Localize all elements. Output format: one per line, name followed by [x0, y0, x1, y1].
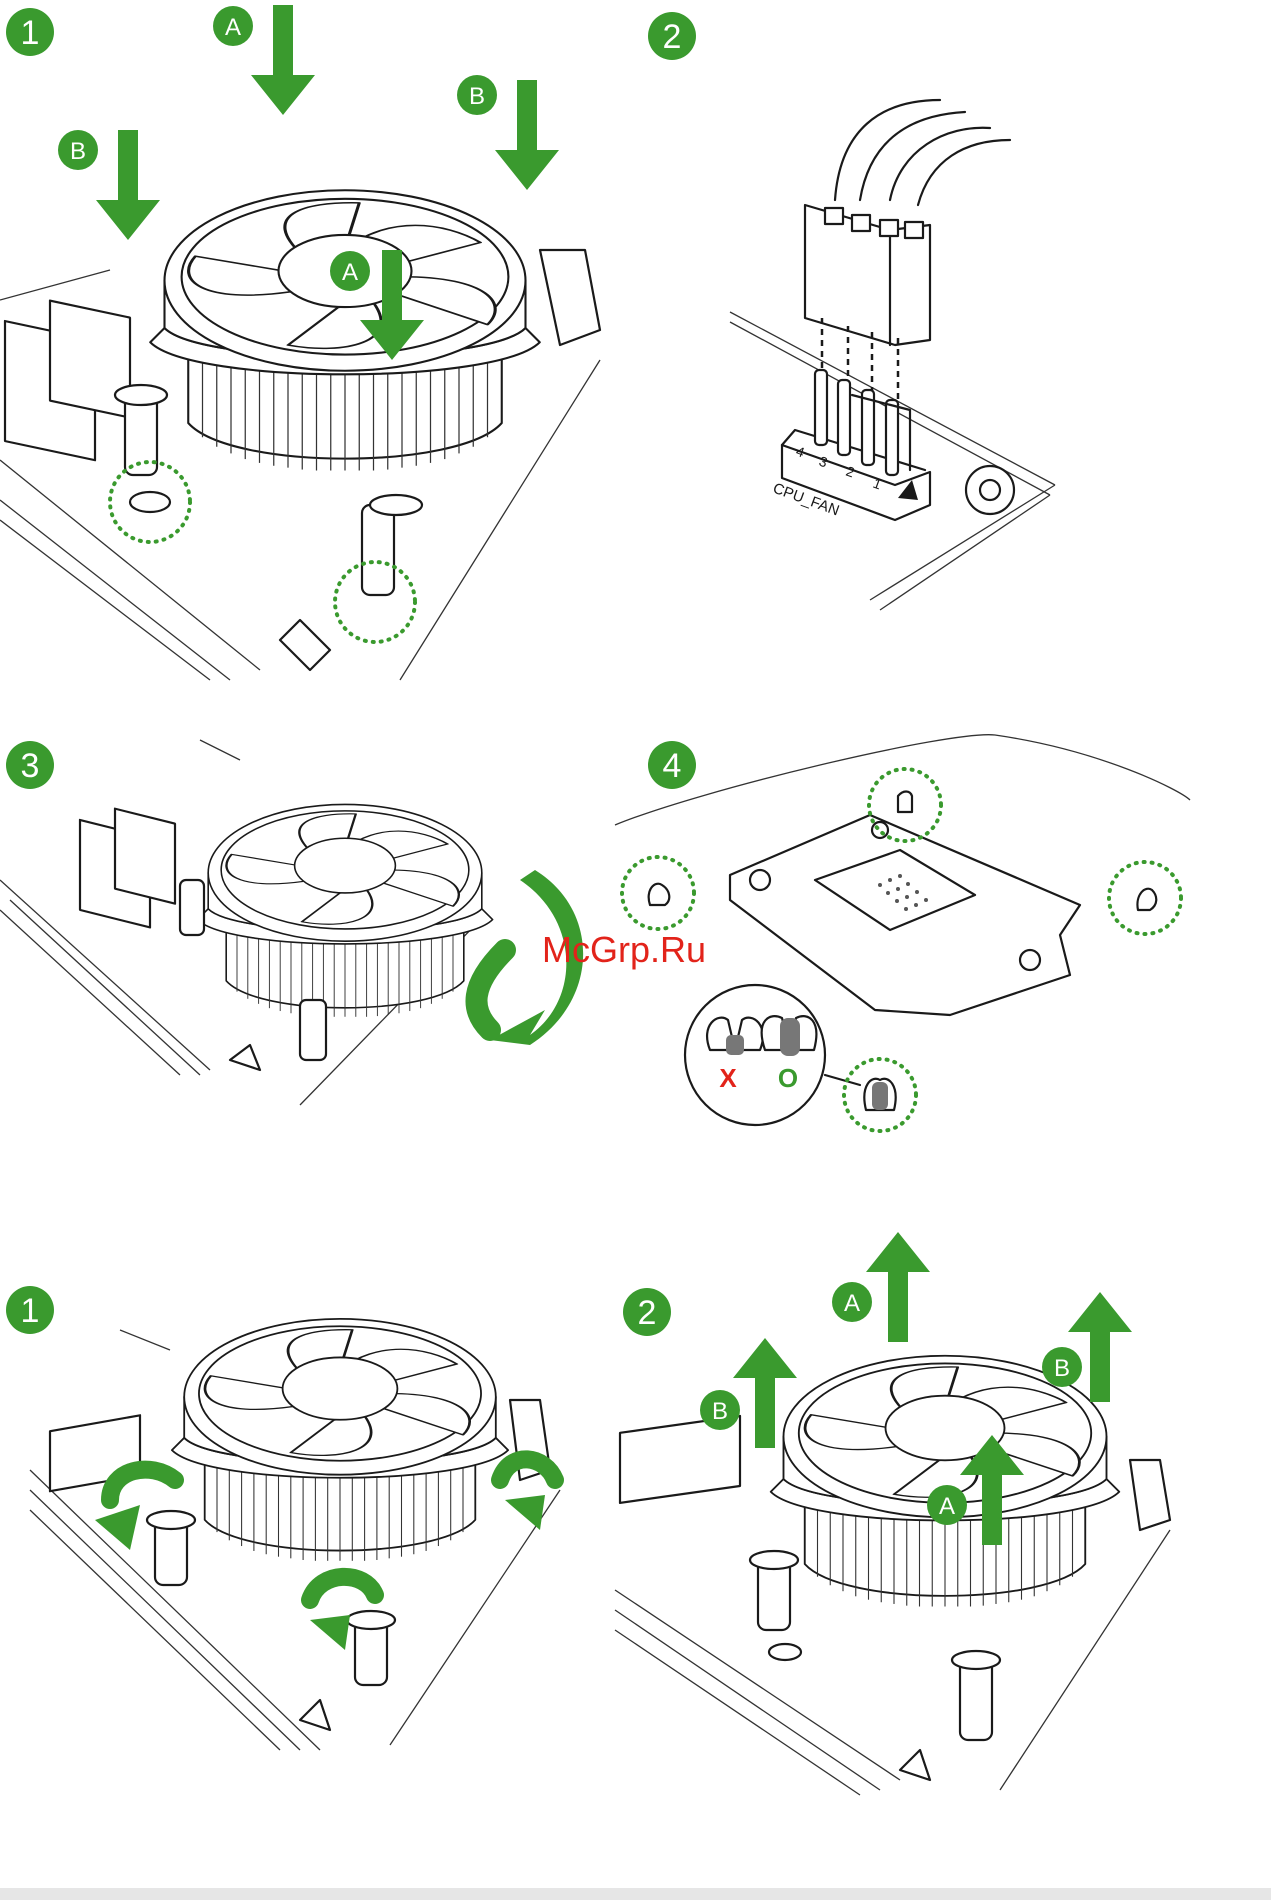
svg-text:X: X [719, 1063, 737, 1093]
svg-text:B: B [469, 83, 485, 110]
cpu-socket-plate [730, 815, 1080, 1015]
uninstall-step-2: 2 A B [615, 1232, 1170, 1795]
svg-text:1: 1 [21, 1292, 40, 1330]
heatsink-cooler-u1 [172, 1319, 508, 1561]
svg-text:B: B [712, 1398, 728, 1425]
lift-arrow-b-right [1068, 1292, 1132, 1402]
install-step-2-badge: 2 [648, 12, 696, 60]
pin-check-callout: X O [685, 985, 860, 1125]
label-a-top: A [213, 6, 253, 46]
uninstall-step-1: 1 [6, 1286, 560, 1750]
install-step-4-badge: 4 [648, 741, 696, 789]
press-arrow-a-top [251, 5, 315, 115]
press-arrow-b-left [96, 130, 160, 240]
push-pin-u1-right [347, 1611, 395, 1685]
install-step-2: 2 [648, 12, 1055, 610]
fan-cables [835, 100, 1010, 205]
install-step-1-badge: 1 [6, 8, 54, 56]
mounting-hole [966, 466, 1014, 514]
press-arrow-b-right [495, 80, 559, 190]
watermark-text: McGrp.Ru [542, 929, 706, 970]
pin-hole-right [1109, 862, 1181, 934]
label-a-center: A [330, 251, 370, 291]
push-pin-u1-left [147, 1511, 195, 1585]
svg-text:1: 1 [21, 14, 40, 52]
install-step-3-badge: 3 [6, 741, 54, 789]
label-a-u2-center: A [927, 1485, 967, 1525]
uninstall-step-2-badge: 2 [623, 1288, 671, 1336]
pin-hole-left [622, 857, 694, 929]
fan-plug [805, 205, 930, 345]
svg-text:A: A [225, 14, 241, 41]
heatsink-cooler-3 [197, 804, 492, 1016]
lift-arrow-a-top [866, 1232, 930, 1342]
push-pin-u2-left [750, 1551, 801, 1660]
label-b-u2-left: B [700, 1390, 740, 1430]
push-pin-right [335, 495, 422, 642]
cpu-fan-header: 4 3 2 1 CPU_FAN [771, 370, 930, 520]
svg-text:2: 2 [663, 18, 682, 56]
label-b-u2-right: B [1042, 1347, 1082, 1387]
heatsink-cooler-u2 [771, 1356, 1120, 1607]
push-pin-u2-right [952, 1651, 1000, 1740]
svg-text:A: A [844, 1290, 860, 1317]
label-a-u2-top: A [832, 1282, 872, 1322]
label-b-right: B [457, 75, 497, 115]
uninstall-step-1-badge: 1 [6, 1286, 54, 1334]
heatsink-cooler [150, 190, 540, 470]
svg-text:2: 2 [638, 1294, 657, 1332]
svg-text:B: B [70, 138, 86, 165]
svg-text:4: 4 [663, 747, 682, 785]
install-step-1: 1 [0, 5, 600, 680]
svg-text:A: A [342, 259, 358, 286]
label-b-left: B [58, 130, 98, 170]
page-footer-band [0, 1888, 1271, 1900]
svg-text:O: O [778, 1063, 798, 1093]
pin-hole-bottom [844, 1059, 916, 1131]
svg-text:3: 3 [21, 747, 40, 785]
svg-text:A: A [939, 1493, 955, 1520]
svg-text:B: B [1054, 1355, 1070, 1382]
install-step-3: 3 [0, 740, 583, 1105]
